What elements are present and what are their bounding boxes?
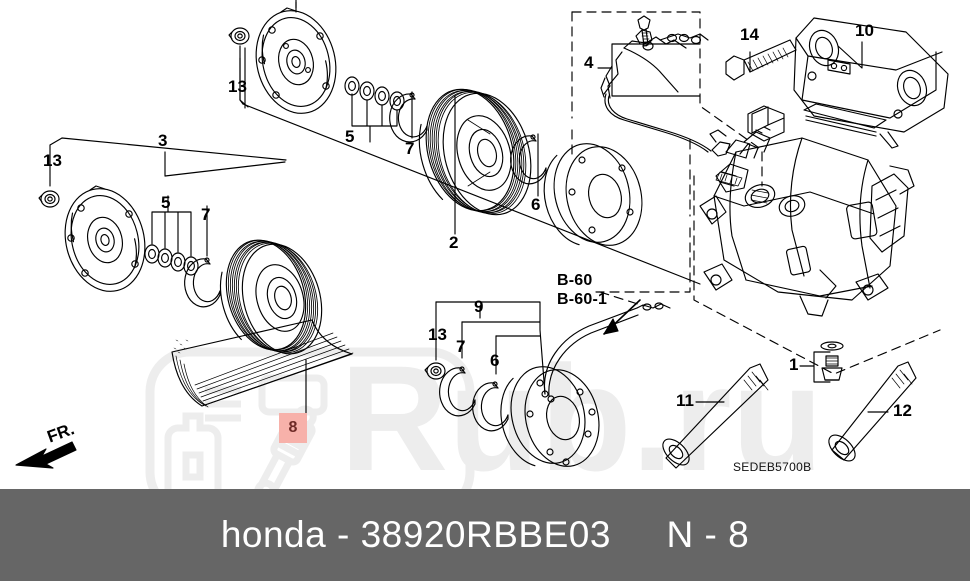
ac-compressor-body [699,129,915,317]
shim-pack-left [144,244,199,276]
field-coil-bottom [500,302,671,467]
callout-14: 14 [740,25,759,44]
dash-box-compressor [693,175,941,375]
shim-pack-top [344,76,405,111]
callout-1: 1 [789,355,799,374]
long-bolt-11 [662,363,769,469]
clutch-plate-left [64,185,146,292]
snap-ring-6-bottom [472,381,509,432]
diagram-canvas: Rub.ru [15,0,949,489]
callout-5-top: 5 [345,127,355,146]
watermark-layer: Rub.ru [145,334,823,489]
watermark-text: Rub.ru [340,334,823,489]
footer-page-number: N - 8 [666,514,750,555]
drive-belt [171,319,354,408]
callout-13-left: 13 [43,151,62,170]
selected-part-badge[interactable]: 8 [279,413,307,443]
clutch-plate-top [255,7,337,114]
compressor-bracket [793,17,949,149]
bolt-14 [725,39,797,81]
front-direction-arrow [15,441,77,469]
callout-5-left: 5 [161,193,171,212]
callout-6-top: 6 [531,195,541,214]
callout-11: 11 [676,391,694,410]
line-art-layer [15,0,949,469]
pulley-main [418,88,532,216]
hub-nut-bottom [424,362,446,380]
callout-4: 4 [584,53,594,72]
callout-13-bottom: 13 [428,325,447,344]
footer-bar: honda - 38920RBBE03 N - 8 [0,489,970,581]
hub-nut-left [38,190,60,208]
compressor-bolt-1 [820,341,844,381]
callout-3: 3 [158,131,168,150]
reference-label-b60: B-60 [557,272,593,289]
drawing-code: SEDEB5700B [733,460,812,474]
pulley-left [219,239,323,355]
callout-7-left: 7 [201,205,211,224]
callout-7-bottom: 7 [456,337,466,356]
leader-lines [49,0,889,419]
callout-9: 9 [474,297,484,316]
callout-6-bottom: 6 [490,351,500,370]
reference-label-b60-1: B-60-1 [557,291,608,308]
snap-ring-left [184,257,221,308]
footer-part-number: honda - 38920RBBE03 [220,514,611,555]
field-coil-top [543,143,643,246]
thermal-switch-assembly [600,15,785,153]
callout-2: 2 [449,233,459,252]
snap-ring-7-bottom [439,366,476,417]
long-bolt-12 [828,361,917,462]
snap-ring-top [389,92,428,143]
hub-nut-top [228,27,250,45]
dash-box-right [595,227,691,293]
footer-text: honda - 38920RBBE03 N - 8 [221,514,749,556]
callout-7-top: 7 [405,139,415,158]
callout-10: 10 [855,21,874,40]
callout-12: 12 [893,401,912,420]
callout-13-top: 13 [228,77,247,96]
